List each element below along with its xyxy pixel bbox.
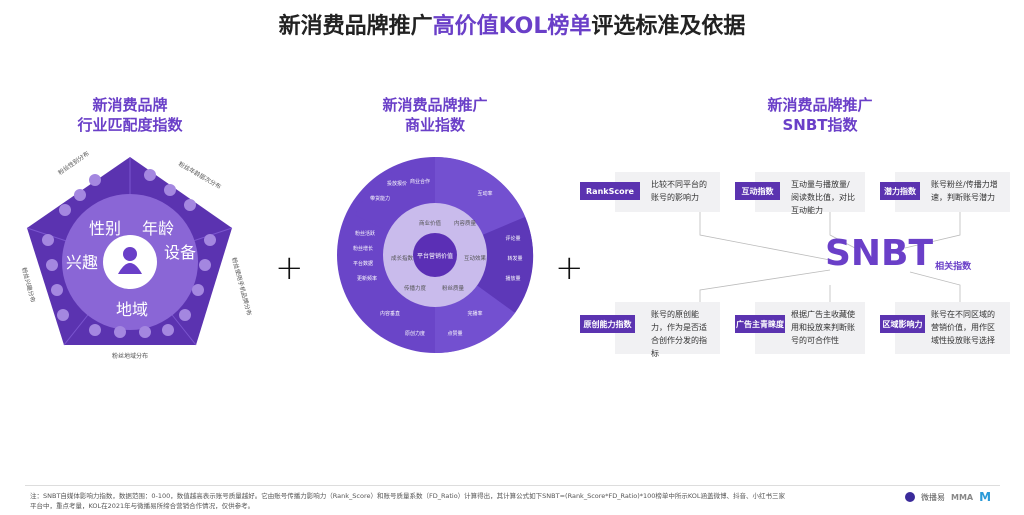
snbt-logo-text: SNBT: [825, 233, 934, 274]
snbt-tag: 潜力指数: [880, 182, 920, 200]
person-icon: [118, 247, 142, 274]
snbt-card: 账号在不同区域的营销价值，用作区域性投放账号选择: [895, 302, 1010, 354]
segment-region: 地域: [116, 300, 148, 319]
snbt-tag: RankScore: [580, 182, 640, 200]
outer-label: 粉丝增长: [353, 245, 373, 252]
pentagon-diagram: 性别 年龄 设备 地域 兴趣 粉丝性别分布 粉丝年龄层次分布 粉丝使用手机品牌分…: [20, 149, 253, 360]
plus-sign: +: [275, 248, 304, 288]
segment-gender: 性别: [89, 219, 121, 238]
outer-label: 完播率: [467, 310, 482, 317]
heading-line: 新消费品牌推广: [767, 96, 873, 114]
snbt-card: 账号的原创能力，作为是否适合创作分发的指标: [615, 302, 720, 358]
heading-line: 新消费品牌推广: [382, 96, 488, 114]
footer-divider: [25, 485, 1000, 486]
footer-logos: 微播易 MMA M: [905, 490, 991, 504]
outer-label: 带货能力: [370, 195, 390, 202]
section-heading-business: 新消费品牌推广商业指数: [335, 95, 535, 135]
inner-label: 成长指数: [391, 254, 414, 262]
edge-label: 粉丝地域分布: [112, 352, 148, 360]
outer-label: 投放报价: [387, 180, 407, 187]
title-part2: 评选标准及依据: [591, 14, 746, 39]
inner-label: 传播力度: [404, 284, 427, 292]
outer-label: 评论量: [505, 235, 520, 242]
footer-note: 注：SNBT自媒体影响力指数，数据范围：0-100，数值越高表示账号质量越好。它…: [30, 492, 786, 510]
outer-label: 转发量: [507, 255, 522, 262]
edge-label: 粉丝使用手机品牌分布: [230, 256, 253, 316]
title-part1: 新消费品牌推广: [278, 14, 433, 39]
snbt-tag: 广告主青睐度: [735, 315, 785, 333]
dot-markers: [42, 169, 216, 338]
segment-device-text: 设备: [164, 243, 196, 262]
segment-device: 设备: [164, 243, 196, 262]
outer-label: 平台数据: [353, 260, 373, 267]
edge-label: 粉丝性别分布: [57, 149, 91, 176]
inner-label: 互动效果: [464, 254, 487, 262]
outer-label: 内容垂直: [380, 310, 400, 317]
plus-sign: +: [555, 248, 584, 288]
outer-label: 商业合作: [410, 178, 430, 185]
outer-label: 粉丝活跃: [355, 230, 375, 237]
heading-line: 新消费品牌: [92, 96, 168, 114]
card-desc: 比较不同平台的账号的影响力: [651, 180, 707, 202]
edge-label: 粉丝年龄层次分布: [177, 160, 223, 191]
section-heading-industry: 新消费品牌行业匹配度指数: [30, 95, 230, 135]
card-desc: 账号粉丝/传播力增速，判断账号潜力: [931, 180, 998, 202]
heading-line: 行业匹配度指数: [77, 116, 183, 134]
heading-line: SNBT指数: [782, 116, 858, 134]
inner-label: 内容质量: [454, 219, 477, 227]
wheel-center: [413, 233, 457, 277]
outer-label: 互动率: [477, 190, 492, 197]
snbt-tag: 互动指数: [735, 182, 780, 200]
snbt-tag: 原创能力指数: [580, 315, 635, 333]
outer-label: 播放量: [505, 275, 520, 282]
business-wheel: 平台营销价值 商业价值 内容质量 互动效果 粉丝质量 传播力度 成长指数 投放报…: [337, 157, 534, 354]
snbt-tag: 区域影响力: [880, 315, 925, 333]
outer-label: 原创力度: [405, 330, 425, 337]
heading-line: 商业指数: [404, 116, 465, 134]
card-desc: 账号的原创能力，作为是否适合创作分发的指标: [651, 310, 707, 358]
page-title: 新消费品牌推广高价值KOL榜单评选标准及依据: [0, 8, 1024, 40]
mma-logo: MMA: [951, 492, 974, 502]
section-heading-snbt: 新消费品牌推广 SNBT指数: [720, 95, 920, 135]
title-highlight: 高价值KOL榜单: [432, 14, 592, 39]
card-desc: 根据广告主收藏使用和投放来判断账号的可合作性: [791, 310, 855, 345]
snbt-logo-sub: 相关指数: [935, 262, 972, 272]
m-logo-icon: M: [979, 490, 992, 504]
edge-label: 粉丝兴趣分布: [20, 266, 37, 303]
outer-label: 点赞量: [447, 330, 462, 337]
inner-label: 粉丝质量: [442, 284, 465, 292]
card-desc: 互动量与播放量/阅读数比值，对比互动能力: [791, 180, 855, 215]
wheel-center-label: 平台营销价值: [417, 252, 453, 260]
weiboyi-logo-icon: [905, 492, 915, 502]
segment-age: 年龄: [142, 219, 174, 238]
segment-interest: 兴趣: [66, 253, 98, 272]
outer-label: 更新频率: [357, 275, 377, 282]
center-circle: [103, 235, 157, 289]
weiboyi-logo: 微播易: [921, 492, 945, 502]
snbt-logo: SNBT 相关指数: [825, 233, 972, 274]
card-desc: 账号在不同区域的营销价值，用作区域性投放账号选择: [931, 310, 995, 345]
inner-label: 商业价值: [419, 219, 442, 227]
